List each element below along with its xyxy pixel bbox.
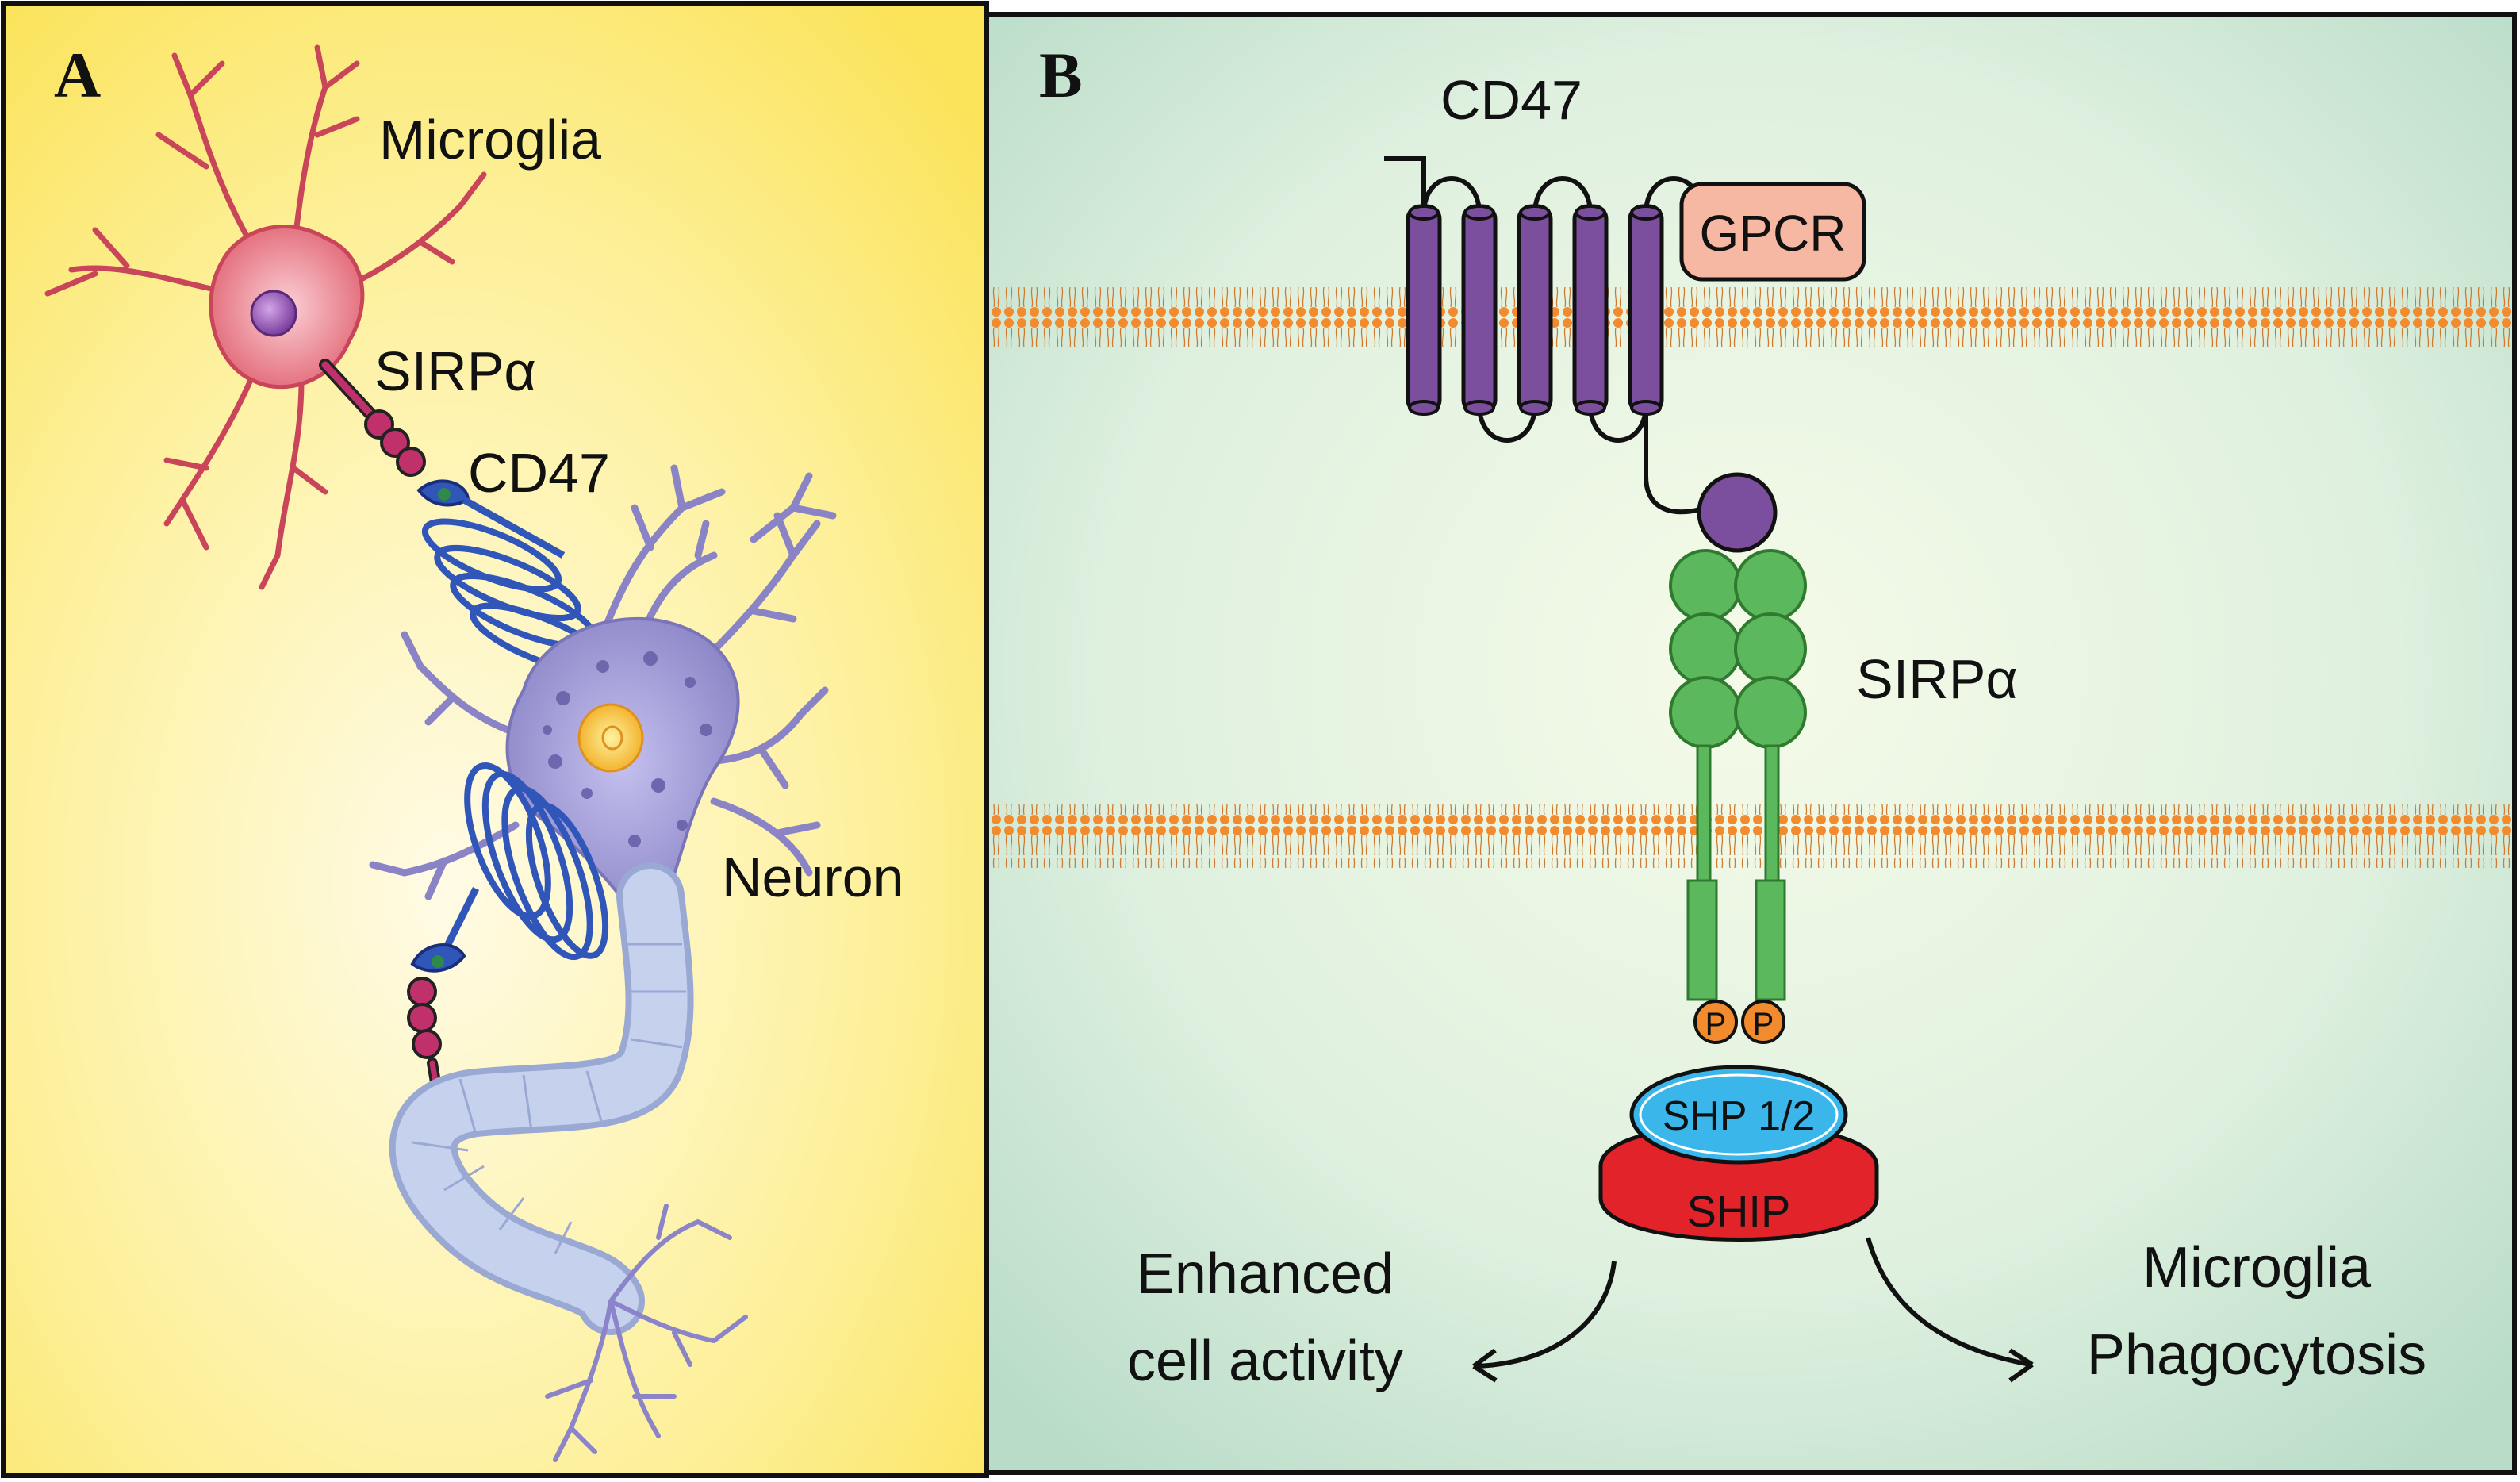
cd47-label-b: CD47 — [1440, 69, 1582, 131]
sirpa-chain-top — [319, 359, 426, 477]
phospho-left — [1693, 1000, 1738, 1044]
panel-a: A Microglia SIRPα — [1, 1, 989, 1478]
neuron-axon — [389, 862, 748, 1462]
upper-membrane — [992, 284, 2511, 347]
sirpa-receptor — [1669, 549, 1807, 1001]
shp-label: SHP 1/2 — [1663, 1093, 1816, 1139]
gpcr-box: GPCR — [1679, 182, 1866, 282]
microglia-nucleus — [250, 290, 297, 337]
microglia-cell — [44, 44, 487, 590]
phospho-left-label: P — [1705, 1007, 1727, 1042]
arrow-left — [1475, 1261, 1617, 1369]
phospho-groups: P P — [1693, 1000, 1785, 1044]
cd47-top — [416, 479, 610, 675]
sirpa-label-a: SIRPα — [374, 340, 536, 402]
outcome-right-line2: Phagocytosis — [2087, 1323, 2426, 1387]
lower-membrane — [992, 804, 2511, 868]
shp-shape — [1629, 1065, 1848, 1165]
panel-a-letter: A — [54, 39, 101, 111]
microglia-label: Microglia — [379, 109, 601, 171]
sirpa-label-b: SIRPα — [1856, 648, 2018, 710]
cd47-bottom — [410, 762, 609, 973]
arrows — [1472, 1237, 2034, 1383]
cd47-label-a: CD47 — [468, 442, 610, 504]
gpcr-label: GPCR — [1700, 205, 1847, 262]
panel-b: B CD47 — [984, 12, 2517, 1475]
phospho-right — [1741, 1000, 1785, 1044]
cd47-protein — [1384, 156, 1778, 553]
phospho-right-label: P — [1753, 1007, 1774, 1042]
cd47-ig-domain — [1697, 472, 1778, 553]
outcome-left-line1: Enhanced — [1137, 1242, 1394, 1306]
outcome-left-line2: cell activity — [1127, 1330, 1403, 1393]
arrow-right — [1866, 1237, 2031, 1367]
panel-b-letter: B — [1039, 39, 1083, 111]
outcome-right-line1: Microglia — [2142, 1236, 2372, 1300]
ship-complex: SHIP SHP 1/2 — [1598, 1065, 1879, 1242]
neuron-label: Neuron — [722, 847, 904, 908]
ship-label: SHIP — [1687, 1186, 1791, 1236]
neuron-nucleus — [577, 703, 644, 773]
